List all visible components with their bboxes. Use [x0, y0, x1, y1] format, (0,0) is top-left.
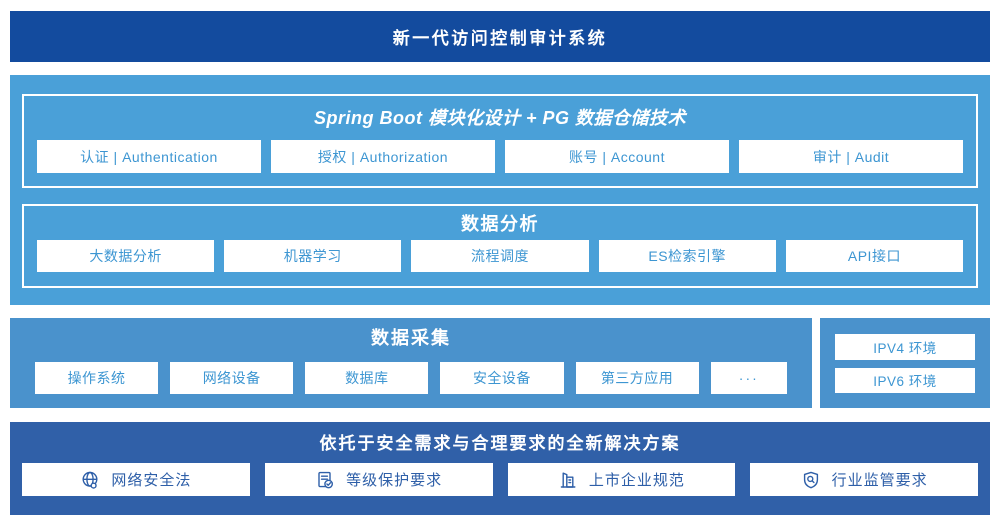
button-api-interface[interactable]: API接口 — [785, 240, 964, 272]
solution-button-label: 网络安全法 — [111, 472, 192, 489]
button-listed-company[interactable]: 上市企业规范 — [507, 463, 736, 496]
button-network-device[interactable]: 网络设备 — [170, 362, 294, 394]
main-title-banner: 新一代访问控制审计系统 — [10, 11, 990, 62]
button-operating-system[interactable]: 操作系统 — [35, 362, 159, 394]
button-industry-regulation[interactable]: 行业监管要求 — [750, 463, 978, 496]
button-database[interactable]: 数据库 — [305, 362, 429, 394]
environment-box: IPV4 环境 IPV6 环境 — [820, 318, 990, 408]
button-bigdata-analysis[interactable]: 大数据分析 — [37, 240, 215, 272]
solution-button-label: 等级保护要求 — [346, 472, 443, 489]
button-es-search-engine[interactable]: ES检索引擎 — [598, 240, 776, 272]
button-authentication[interactable]: 认证 | Authentication — [37, 140, 261, 173]
solution-button-label: 上市企业规范 — [588, 472, 685, 489]
globe-icon — [80, 470, 100, 490]
module-button-row: 认证 | Authentication 授权 | Authorization 账… — [24, 140, 976, 173]
collection-row: 数据采集 操作系统 网络设备 数据库 安全设备 第三方应用 ··· IPV4 环… — [10, 318, 990, 408]
solution-title: 依托于安全需求与合理要求的全新解决方案 — [319, 434, 681, 453]
solution-button-row: 网络安全法 等级保护要求 — [22, 463, 978, 496]
button-process-scheduling[interactable]: 流程调度 — [411, 240, 589, 272]
button-cybersecurity-law[interactable]: 网络安全法 — [22, 463, 250, 496]
button-ipv6-environment[interactable]: IPV6 环境 — [835, 367, 975, 393]
button-audit[interactable]: 审计 | Audit — [739, 140, 963, 173]
shield-search-icon — [801, 470, 821, 490]
button-authorization[interactable]: 授权 | Authorization — [271, 140, 495, 173]
platform-section: Spring Boot 模块化设计 + PG 数据仓储技术 认证 | Authe… — [10, 75, 990, 305]
document-check-icon — [315, 470, 335, 490]
data-analysis-title: 数据分析 — [461, 214, 539, 234]
building-icon — [558, 470, 578, 490]
button-third-party-app[interactable]: 第三方应用 — [575, 362, 699, 394]
data-collection-section: 数据采集 操作系统 网络设备 数据库 安全设备 第三方应用 ··· — [10, 318, 812, 408]
button-security-device[interactable]: 安全设备 — [440, 362, 564, 394]
collection-button-row: 操作系统 网络设备 数据库 安全设备 第三方应用 ··· — [10, 362, 812, 394]
solution-button-label: 行业监管要求 — [831, 472, 928, 489]
analysis-button-row: 大数据分析 机器学习 流程调度 ES检索引擎 API接口 — [24, 240, 976, 272]
button-machine-learning[interactable]: 机器学习 — [224, 240, 402, 272]
button-ipv4-environment[interactable]: IPV4 环境 — [835, 334, 975, 360]
data-analysis-box: 数据分析 大数据分析 机器学习 流程调度 ES检索引擎 API接口 — [22, 204, 978, 288]
springboot-modules-box: Spring Boot 模块化设计 + PG 数据仓储技术 认证 | Authe… — [22, 94, 978, 188]
data-collection-title: 数据采集 — [371, 328, 451, 348]
button-more[interactable]: ··· — [710, 362, 787, 394]
solution-section: 依托于安全需求与合理要求的全新解决方案 网络安全法 — [10, 422, 990, 515]
page-title: 新一代访问控制审计系统 — [392, 29, 608, 48]
springboot-title: Spring Boot 模块化设计 + PG 数据仓储技术 — [313, 108, 686, 128]
button-account[interactable]: 账号 | Account — [505, 140, 729, 173]
button-classified-protection[interactable]: 等级保护要求 — [264, 463, 493, 496]
